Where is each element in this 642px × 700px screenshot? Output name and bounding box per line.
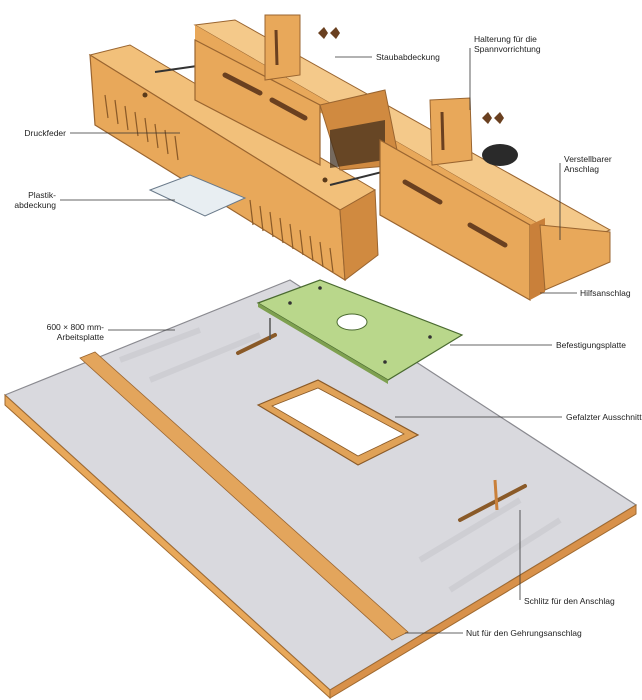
mounting-plate: [256, 279, 464, 384]
label-gefalzter-ausschnitt: Gefalzter Ausschnitt: [566, 412, 642, 422]
auxiliary-fence: [539, 224, 611, 291]
featherboard-fence: [88, 44, 391, 282]
label-befestigungsplatte: Befestigungsplatte: [556, 340, 626, 350]
label-plastikabdeckung: Plastik-abdeckung: [14, 190, 56, 210]
wing-nut-icon: [318, 27, 340, 39]
label-druckfeder: Druckfeder: [24, 128, 66, 138]
label-staubabdeckung: Staubabdeckung: [376, 52, 440, 62]
plastic-cover: [148, 174, 247, 217]
fence-slot: [458, 484, 527, 522]
miter-groove: [79, 351, 409, 641]
label-arbeitsplatte: 600 × 800 mm-Arbeitsplatte: [46, 322, 104, 342]
label-schlitz: Schlitz für den Anschlag: [524, 596, 615, 606]
label-hilfsanschlag: Hilfsanschlag: [580, 288, 631, 298]
table-right-edge: [329, 504, 637, 699]
clamp-holder-left: [264, 14, 301, 81]
left-slot: [236, 333, 277, 355]
work-table: [3, 279, 638, 700]
leader-lines: [60, 48, 577, 634]
main-fence: [193, 14, 612, 302]
wing-nut-icon: [482, 112, 504, 124]
knob-icon: [482, 144, 518, 166]
label-nut: Nut für den Gehrungsanschlag: [466, 628, 582, 638]
plate-hole: [336, 313, 368, 331]
clamp-holder-right: [429, 97, 473, 166]
